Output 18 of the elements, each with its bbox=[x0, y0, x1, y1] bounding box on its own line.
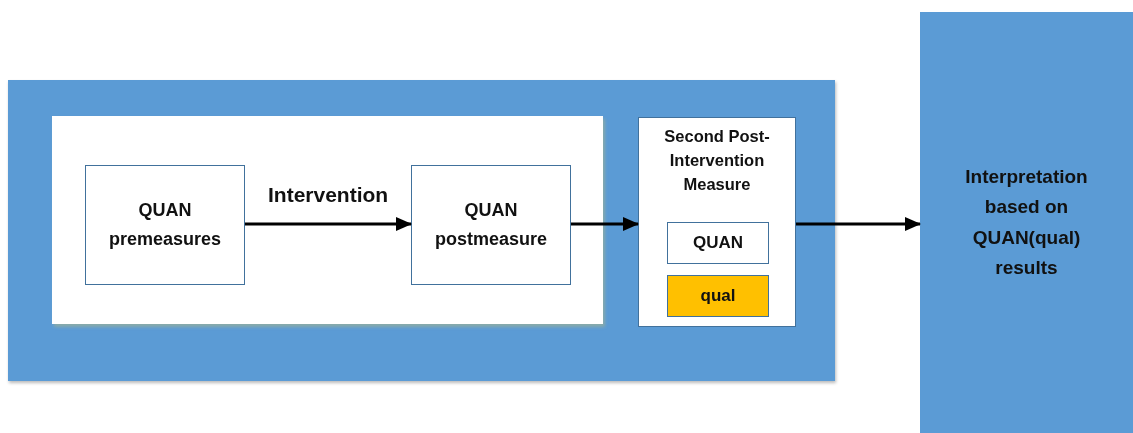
inner-panel bbox=[52, 116, 603, 324]
measure-box bbox=[638, 117, 796, 327]
process-box bbox=[411, 165, 571, 285]
node-label: Interpretation based on QUAN(qual) results bbox=[964, 164, 1089, 280]
arrow bbox=[571, 217, 639, 231]
node-label: QUAN premeasures bbox=[107, 199, 223, 251]
interpretation-panel bbox=[920, 12, 1133, 433]
outer-panel bbox=[8, 80, 835, 381]
edge-label: Intervention bbox=[268, 183, 389, 207]
qual-box bbox=[667, 275, 769, 317]
node-label: Second Post-Intervention Measure bbox=[663, 126, 771, 195]
node-label: QUAN postmeasure bbox=[433, 199, 548, 251]
arrow bbox=[796, 217, 921, 231]
node-label: QUAN bbox=[692, 231, 744, 254]
arrow bbox=[245, 217, 412, 231]
process-box bbox=[85, 165, 245, 285]
node-label: qual bbox=[700, 284, 736, 307]
quan-box bbox=[667, 222, 769, 264]
